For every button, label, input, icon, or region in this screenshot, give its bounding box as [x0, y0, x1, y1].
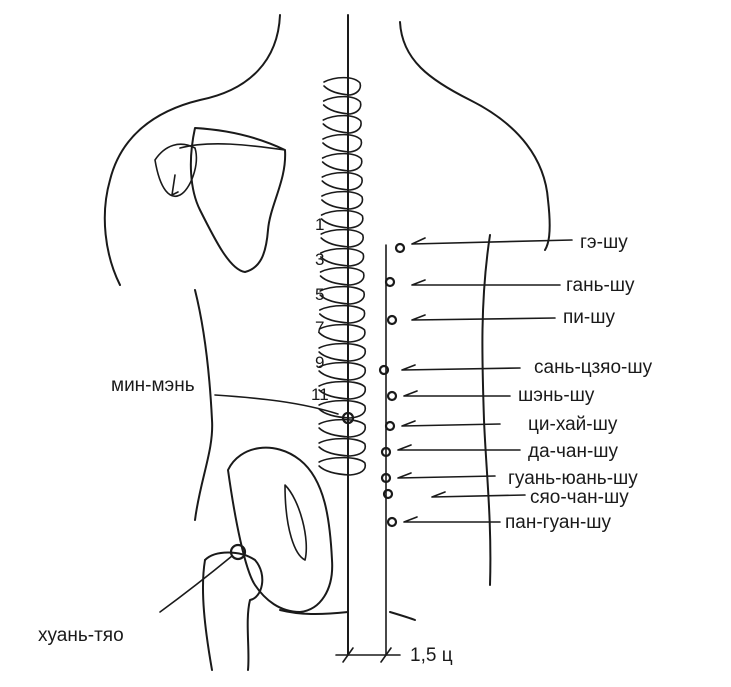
vertebra [321, 171, 363, 191]
vertebral-column [318, 76, 367, 476]
left-torso-outline [194, 289, 214, 521]
label-pang-guang-shu: пан-гуан-шу [505, 512, 612, 533]
right-torso-outline [481, 234, 492, 586]
pi-shu-point [386, 314, 398, 326]
vertebra [320, 228, 364, 248]
xiao-chang-shu-leader [431, 491, 526, 498]
da-chang-shu-point [380, 446, 392, 458]
measurement-tick-left [342, 647, 354, 663]
vertebra [319, 304, 366, 324]
femur-shaft [201, 559, 213, 671]
vertebra [321, 152, 363, 172]
leader-lines [159, 237, 573, 613]
san-jiao-shu-point [378, 364, 390, 376]
label-gan-shu: гань-шу [566, 275, 635, 296]
buttock-line-left [279, 609, 349, 616]
measurement [335, 647, 401, 663]
vertebra [320, 209, 364, 229]
shen-shu-leader [403, 390, 511, 397]
iliac-fossa [284, 484, 308, 561]
label-measurement: 1,5 ц [410, 645, 453, 666]
ge-shu-leader [411, 237, 573, 245]
left-shoulder-outline [103, 14, 281, 286]
acromion-line [179, 143, 286, 151]
pi-shu-leader [411, 314, 556, 321]
vertebra [321, 190, 364, 210]
xiao-chang-shu-point [382, 488, 394, 500]
right-shoulder-outline [399, 21, 551, 251]
ilium [227, 446, 334, 613]
vertebra [318, 323, 366, 343]
qi-hai-shu-leader [401, 420, 501, 427]
gan-shu-point [384, 276, 396, 288]
pang-guang-shu-point [386, 516, 398, 528]
vertebra [319, 266, 365, 286]
pelvis [201, 446, 334, 671]
scapula-body [189, 127, 287, 273]
huan-tiao-leader [159, 555, 233, 613]
qi-hai-shu-point [384, 420, 396, 432]
vertebra [322, 95, 362, 115]
vertebra-number-7: 7 [315, 318, 324, 337]
vertebra [318, 342, 367, 362]
label-qi-hai-shu: ци-хай-шу [528, 414, 618, 435]
vertebra [318, 456, 367, 476]
ge-shu-point [394, 242, 406, 254]
da-chang-shu-leader [397, 444, 521, 451]
vertebra [318, 437, 367, 457]
label-shen-shu: шэнь-шу [518, 385, 595, 406]
acupoints [341, 242, 406, 528]
measurement-tick-right [380, 647, 392, 663]
shen-shu-point [386, 390, 398, 402]
shoulder-detail [171, 174, 179, 196]
guan-yuan-shu-point [380, 472, 392, 484]
labels: гэ-шу гань-шу пи-шу сань-цзяо-шу шэнь-шу… [38, 215, 653, 666]
ming-men-point [341, 411, 355, 425]
vertebra [323, 76, 362, 96]
vertebra [322, 114, 362, 134]
vertebra-number-5: 5 [315, 285, 324, 304]
vertebra-number-1: 1 [315, 215, 324, 234]
vertebra [319, 285, 366, 305]
label-ming-men: мин-мэнь [111, 375, 195, 396]
vertebra-number-3: 3 [315, 250, 324, 269]
body-outline [103, 14, 551, 621]
label-guan-yuan-shu: гуань-юань-шу [508, 468, 638, 489]
label-xiao-chang-shu: сяо-чан-шу [530, 487, 629, 508]
gan-shu-leader [411, 279, 561, 286]
vertebra-number-9: 9 [315, 353, 324, 372]
vertebra [322, 133, 363, 153]
vertebra [318, 418, 367, 438]
label-pi-shu: пи-шу [563, 307, 615, 328]
guan-yuan-shu-leader [397, 472, 496, 479]
ming-men-leader [214, 394, 339, 415]
buttock-line-right [389, 611, 416, 621]
vertebra-number-11: 11 [311, 385, 329, 404]
label-huan-tiao: хуань-тяо [38, 625, 124, 646]
scapula [154, 127, 287, 273]
vertebra [318, 380, 367, 400]
huan-tiao-point [229, 543, 247, 561]
label-ge-shu: гэ-шу [580, 232, 628, 253]
san-jiao-shu-leader [401, 364, 521, 371]
humerus-head [154, 143, 198, 197]
label-da-chang-shu: да-чан-шу [528, 441, 619, 462]
label-san-jiao-shu: сань-цзяо-шу [534, 357, 653, 378]
vertebra [318, 361, 367, 381]
vertebra [318, 399, 367, 419]
femur-head [204, 551, 264, 671]
pang-guang-shu-leader [403, 516, 501, 523]
vertebra [320, 247, 365, 267]
